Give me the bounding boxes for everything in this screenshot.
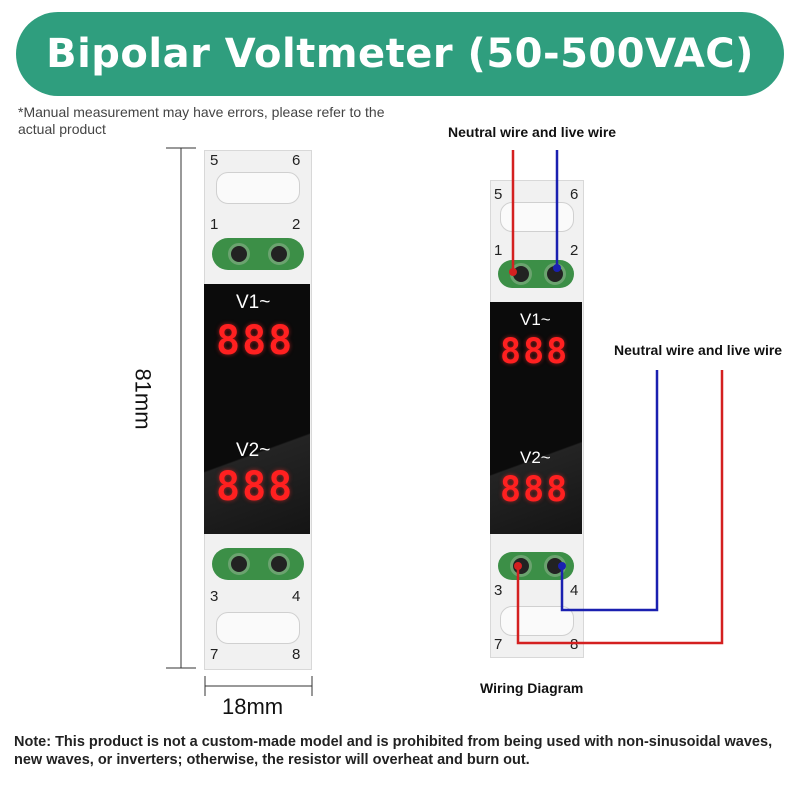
v1-label: V1~ xyxy=(520,310,551,329)
din-clip-top xyxy=(216,172,300,204)
terminal-number: 3 xyxy=(494,582,503,599)
led-display: V1~ 888 V2~ 888 xyxy=(490,302,582,534)
screw-icon xyxy=(268,553,290,575)
terminal-number: 3 xyxy=(210,588,219,605)
v2-readout: 888 xyxy=(500,470,570,510)
terminal-number: 4 xyxy=(570,582,579,599)
terminal-number: 2 xyxy=(292,216,301,233)
terminal-block-bottom xyxy=(212,548,304,580)
wiring-label-top: Neutral wire and live wire xyxy=(448,124,617,140)
v1-readout: 888 xyxy=(216,318,295,364)
terminal-number: 4 xyxy=(292,588,301,605)
neutral-wire-bottom xyxy=(560,370,659,612)
terminal-block-top xyxy=(212,238,304,270)
wiring-label-right: Neutral wire and live wire xyxy=(614,342,783,358)
screw-icon xyxy=(228,243,250,265)
terminal-number: 6 xyxy=(570,186,579,203)
terminal-number: 5 xyxy=(494,186,503,203)
v2-label: V2~ xyxy=(236,440,271,461)
terminal-number: 8 xyxy=(292,646,301,663)
voltmeter-device-wiring: 5 6 1 2 V1~ 888 V2~ 888 3 4 7 8 xyxy=(490,180,584,658)
din-clip-bottom xyxy=(216,612,300,644)
voltmeter-device-large: 5 6 1 2 V1~ 888 V2~ 888 3 4 7 8 xyxy=(204,150,312,670)
screw-icon xyxy=(228,553,250,575)
led-display: V1~ 888 V2~ 888 xyxy=(204,284,310,534)
usage-note: Note: This product is not a custom-made … xyxy=(14,734,773,768)
terminal-number: 1 xyxy=(494,242,503,259)
v1-label: V1~ xyxy=(236,292,271,313)
page-title: Bipolar Voltmeter (50-500VAC) xyxy=(46,31,754,77)
v2-label: V2~ xyxy=(520,448,551,467)
v2-readout: 888 xyxy=(216,464,295,510)
live-wire-bottom xyxy=(516,370,724,645)
wiring-diagram-caption: Wiring Diagram xyxy=(480,680,584,696)
terminal-number: 2 xyxy=(570,242,579,259)
terminal-number: 1 xyxy=(210,216,219,233)
title-banner: Bipolar Voltmeter (50-500VAC) xyxy=(16,12,784,96)
terminal-number: 8 xyxy=(570,636,579,653)
terminal-number: 7 xyxy=(210,646,219,663)
terminal-number: 7 xyxy=(494,636,503,653)
width-dimension-label: 18mm xyxy=(222,694,284,719)
disclaimer-text: *Manual measurement may have errors, ple… xyxy=(18,104,385,137)
screw-icon xyxy=(268,243,290,265)
terminal-number: 6 xyxy=(292,152,301,169)
v1-readout: 888 xyxy=(500,332,570,372)
terminal-number: 5 xyxy=(210,152,219,169)
